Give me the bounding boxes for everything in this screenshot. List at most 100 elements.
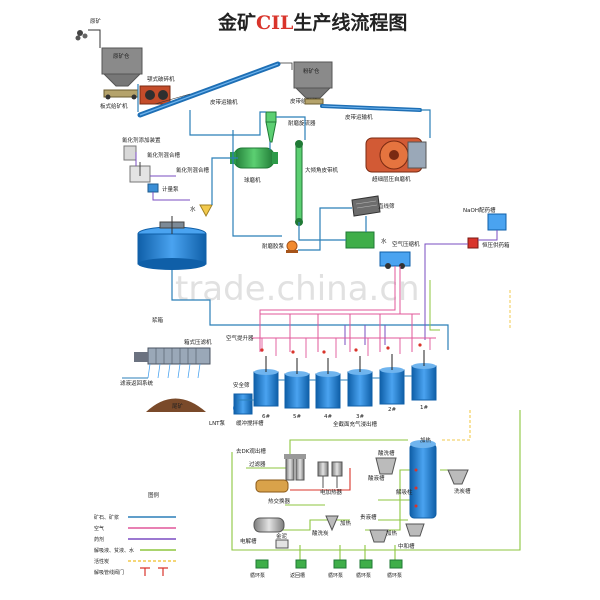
legend-label-reagent: 药剂	[94, 536, 104, 543]
filter-press	[134, 348, 210, 378]
label-carbon-wash: 洗炭槽	[454, 487, 471, 495]
desorption-column	[410, 440, 436, 518]
label-circ-pump-1: 循环泵	[250, 572, 265, 579]
label-feed-tank: 贵液槽	[360, 513, 377, 521]
raw-ore-icon	[76, 30, 88, 41]
high-angle-belt	[295, 140, 303, 226]
legend-label-carbon: 活性炭	[94, 558, 109, 565]
legend: 图例 矿石、矿浆 空气 药剂 解吸液、贫液、水 活性炭 解吸管线阀门	[94, 491, 176, 576]
leach-tank-3	[348, 356, 372, 406]
legend-item-carbon: 活性炭	[94, 558, 176, 565]
label-cyclone-small: 酸洗炭	[312, 529, 329, 537]
label-raw-ore-bin: 原矿仓	[113, 52, 130, 60]
legend-item-solution: 解吸液、贫液、水	[94, 547, 176, 554]
diagram-title: 金矿CIL生产线流程图	[217, 11, 407, 34]
feed-funnel	[200, 205, 212, 216]
label-heat-exchanger: 热交换器	[268, 497, 291, 505]
label-filter: 过滤器	[249, 460, 266, 468]
label-tailing-box: 浆箱	[152, 316, 164, 324]
title-prefix: 金矿	[217, 11, 256, 34]
heat-exchanger	[256, 480, 288, 492]
linear-screen	[352, 196, 380, 216]
label-metering-pump: 计量泵	[162, 185, 179, 193]
wear-pump	[286, 241, 298, 253]
electric-heater	[318, 462, 342, 488]
label-heater-1: 加热	[340, 519, 352, 527]
label-electric-heater: 电加热器	[320, 488, 343, 496]
label-tank-1: 1#	[420, 405, 428, 411]
leach-tank-5	[285, 358, 309, 408]
label-cyanide-mix: 氰化剂混合槽	[176, 166, 210, 174]
label-belt-conveyor-2: 皮带运输机	[345, 113, 373, 121]
leach-tank-2	[380, 354, 404, 404]
electrolysis-tank	[254, 518, 284, 532]
label-circ-pump-4: 循环泵	[387, 572, 402, 579]
label-wear-pump: 耐磨胶泵	[262, 242, 285, 250]
leach-tank-6	[254, 356, 278, 406]
label-water: 水	[381, 237, 387, 245]
label-tank-6: 6#	[262, 414, 270, 420]
label-cyanide-tank: 氰化剂混合槽	[147, 151, 181, 159]
title-suffix: 生产线流程图	[293, 11, 407, 34]
leach-air-drops	[252, 338, 436, 358]
label-tank-2: 2#	[388, 407, 396, 413]
sag-mill	[366, 138, 426, 172]
label-safety-screen: 安全筛	[233, 381, 250, 389]
metering-pump	[148, 184, 158, 192]
leach-valves	[260, 343, 421, 353]
label-filter-press: 箱式压滤机	[184, 338, 212, 346]
label-tank-3: 3#	[356, 414, 364, 420]
label-slurry-pump-tank: 缓冲搅拌槽	[236, 419, 264, 427]
filter-unit	[284, 454, 306, 480]
wear-cyclone	[266, 112, 276, 142]
plate-feeder	[104, 90, 138, 100]
label-return-tank: 返回槽	[290, 572, 305, 579]
label-tank-4: 4#	[324, 414, 332, 420]
label-linear-screen: 直线筛	[378, 202, 395, 210]
label-constant-pressure: 恒压供药箱	[482, 241, 510, 249]
label-raw-ore: 原矿	[90, 17, 102, 25]
leach-tank-4	[316, 358, 340, 408]
thickener	[138, 216, 206, 270]
label-desorption: 解吸柱	[396, 488, 413, 496]
legend-label-ore: 矿石、矿浆	[94, 514, 119, 521]
label-naoh-tank: NaOH配药槽	[463, 206, 496, 214]
cyanide-dosing	[124, 146, 136, 160]
label-lnt-pump: LNT泵	[209, 420, 226, 427]
label-fine-ore-bin: 粉矿仓	[303, 67, 320, 75]
belt-conveyor-second	[322, 106, 420, 110]
naoh-tank	[488, 214, 506, 230]
legend-item-reagent: 药剂	[94, 536, 176, 543]
label-water-2: 水	[190, 205, 196, 213]
label-circ-pump-3: 循环泵	[356, 572, 371, 579]
label-ball-mill: 球磨机	[244, 176, 261, 184]
label-circ-pump-2: 循环泵	[328, 572, 343, 579]
label-heater-top: 加热	[420, 436, 432, 444]
label-tank-5: 5#	[293, 414, 301, 420]
carbon-wash-tank	[448, 470, 468, 484]
fine-ore-bin	[294, 62, 332, 98]
label-wear-cyclone: 耐磨旋流器	[288, 119, 316, 127]
label-cyanide-dosing: 氰化剂添加装置	[122, 136, 161, 144]
legend-item-valve: 解吸管线阀门	[94, 568, 168, 576]
label-plate-feeder: 板式给矿机	[100, 102, 128, 110]
legend-item-ore: 矿石、矿浆	[94, 514, 176, 521]
title-accent: CIL	[256, 12, 293, 34]
legend-label-valve: 解吸管线阀门	[94, 569, 124, 576]
label-heater-2: 加热	[386, 529, 398, 537]
watermark: trade.china.cn	[175, 269, 420, 309]
cyanide-mixing-tank	[130, 162, 150, 182]
label-leach-tanks: 全截面充气浸出槽	[333, 420, 378, 428]
label-electrolysis: 电解槽	[240, 537, 257, 545]
label-belt-conveyor-1: 皮带运输机	[210, 98, 238, 106]
gold-mud-box	[276, 540, 288, 548]
label-jaw-crusher: 颚式破碎机	[147, 75, 175, 83]
water-tank	[346, 232, 374, 248]
label-air-lift: 空气提升器	[226, 334, 254, 342]
label-acid-tank: 酸液槽	[368, 474, 385, 482]
label-filter-return: 滤液返回系统	[120, 379, 154, 387]
legend-item-air: 空气	[94, 525, 176, 532]
constant-pressure-box	[468, 238, 478, 248]
small-cyclone	[326, 516, 338, 530]
